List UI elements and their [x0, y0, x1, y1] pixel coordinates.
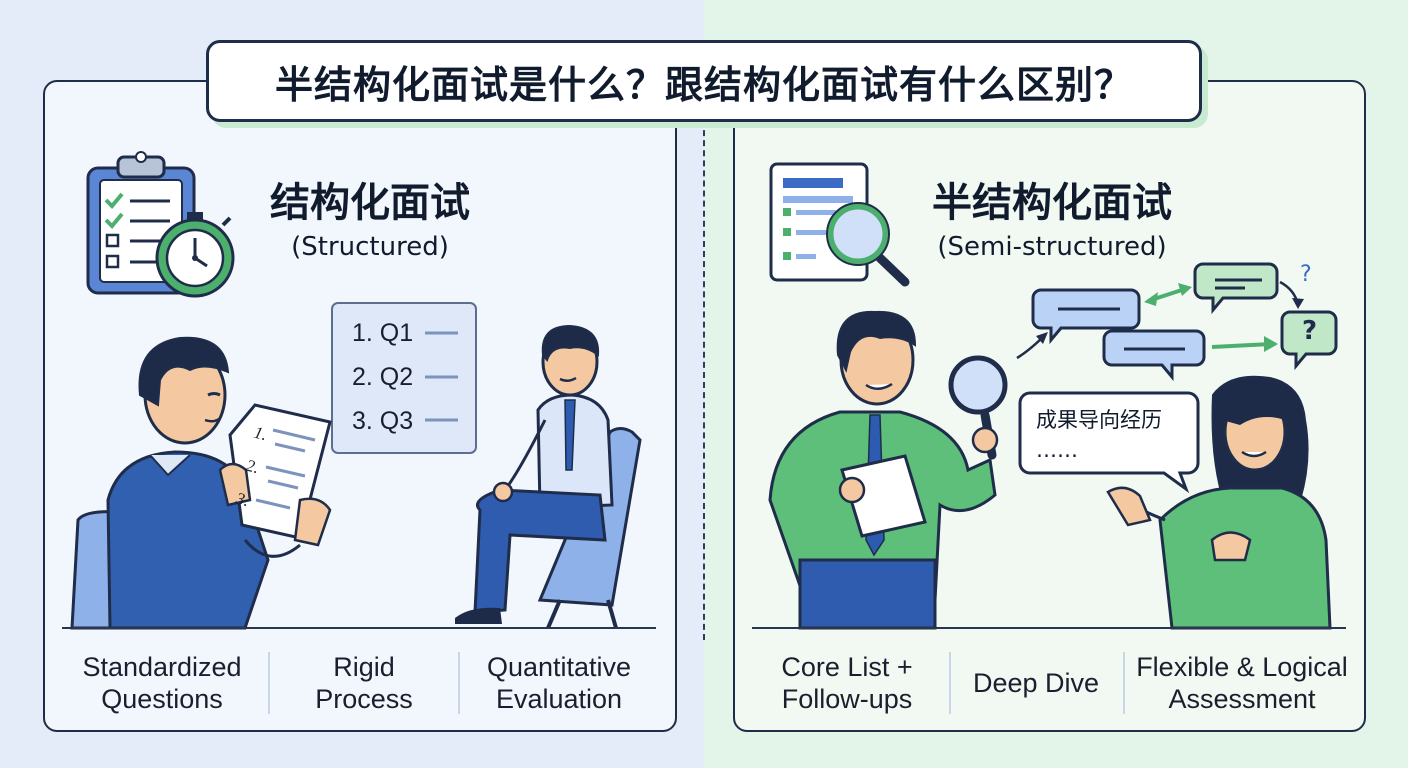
- feature-line: Process: [315, 684, 413, 714]
- question-list-items: 1. Q1 2. Q2 3. Q3: [352, 315, 422, 447]
- semi-structured-heading-zh: 半结构化面试: [932, 180, 1172, 226]
- feature-line: Standardized: [82, 652, 242, 682]
- speech-line: 成果导向经历: [1036, 408, 1162, 432]
- feature-line: Rigid: [333, 652, 395, 682]
- title-banner: 半结构化面试是什么？跟结构化面试有什么区别？: [206, 40, 1202, 122]
- question-item: 1. Q1: [352, 319, 414, 347]
- question-item: 2. Q2: [352, 363, 414, 391]
- question-mark: ?: [1300, 262, 1312, 287]
- left-floor-line: [62, 627, 656, 629]
- feature-line: Quantitative: [486, 652, 632, 682]
- center-divider: [703, 120, 705, 640]
- question-list-card: [331, 302, 477, 454]
- candidate-speech-bubble: [1018, 391, 1200, 494]
- feature-separator: [458, 652, 460, 714]
- feature-deep-dive: Deep Dive: [955, 648, 1117, 718]
- feature-line: Evaluation: [495, 684, 623, 714]
- feature-line: Flexible & Logical: [1136, 652, 1348, 682]
- feature-line: Questions: [101, 684, 223, 714]
- candidate-explaining-figure: [1106, 375, 1332, 630]
- feature-separator: [1123, 652, 1125, 714]
- semi-structured-heading-en: (Semi-structured): [937, 232, 1167, 262]
- candidate-seated-figure: [455, 324, 642, 629]
- speech-bubble-text: 成果导向经历 ……: [1036, 405, 1186, 465]
- structured-heading-zh: 结构化面试: [270, 180, 470, 226]
- right-floor-line: [752, 627, 1346, 629]
- feature-core-list-follow-ups: Core List +Follow-ups: [752, 648, 942, 718]
- question-mark: ?: [1302, 316, 1318, 346]
- speech-bubble-icon: [1016, 262, 1338, 382]
- feature-line: Assessment: [1168, 684, 1316, 714]
- document-magnifier-icon: [769, 162, 910, 287]
- feature-separator: [949, 652, 951, 714]
- page-title: 半结构化面试是什么？跟结构化面试有什么区别？: [274, 62, 1133, 107]
- feature-line: Deep Dive: [972, 668, 1100, 698]
- feature-separator: [268, 652, 270, 714]
- structured-heading: 结构化面试 (Structured): [250, 170, 490, 262]
- interviewer-reading-figure: [70, 336, 332, 630]
- semi-structured-heading: 半结构化面试 (Semi-structured): [902, 170, 1202, 262]
- question-item: 3. Q3: [352, 407, 414, 435]
- stopwatch-icon: [155, 212, 235, 298]
- feature-line: Follow-ups: [781, 684, 913, 714]
- interviewer-magnifier-figure: [768, 310, 1008, 630]
- speech-line: ……: [1036, 438, 1078, 462]
- feature-line: Core List +: [781, 652, 913, 682]
- structured-heading-en: (Structured): [291, 232, 449, 262]
